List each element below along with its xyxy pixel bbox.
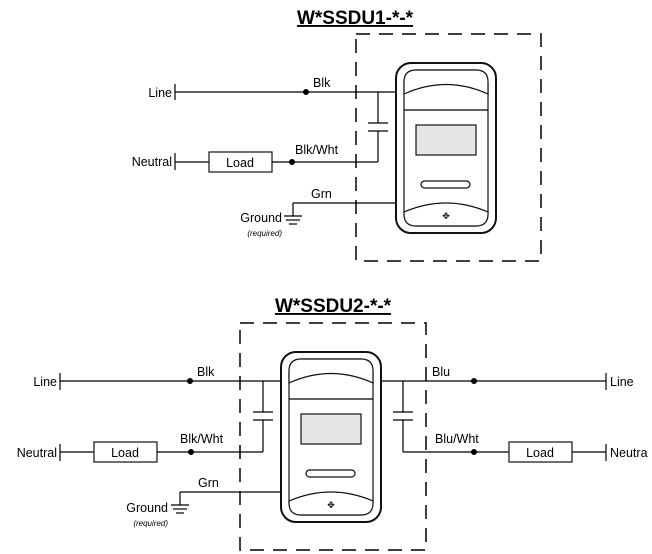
ground-note-2: (required) [133, 519, 168, 528]
device-slot-2 [305, 469, 356, 478]
move-icon-2: ✥ [327, 500, 335, 510]
grn-label-2: Grn [198, 476, 219, 490]
blk-wht-label-2: Blk/Wht [180, 432, 224, 446]
device-bottom-cap-2 [288, 491, 374, 516]
enclosure-1 [355, 33, 542, 262]
ground-label-2: Ground [126, 501, 168, 515]
neutral-label-right: Neutra [610, 446, 648, 460]
load-label-1: Load [226, 156, 254, 170]
diagram-2-title: W*SSDU2-*-* [275, 296, 392, 317]
blk-wht-junction-1 [289, 159, 295, 165]
enclosure-2 [239, 322, 427, 551]
sensor-device-2: ✥ [280, 351, 382, 523]
device-slot-1 [420, 180, 471, 189]
device-lens-1 [415, 124, 477, 156]
ground-note-1: (required) [247, 229, 282, 238]
line-label-1: Line [148, 86, 172, 100]
neutral-label-2: Neutral [17, 446, 57, 460]
device-top-cap-1 [403, 69, 489, 95]
blu-label: Blu [432, 365, 450, 379]
load-label-left: Load [111, 446, 139, 460]
blk-wht-junction-2 [188, 449, 194, 455]
blu-wht-label: Blu/Wht [435, 432, 479, 446]
grn-label-1: Grn [311, 187, 332, 201]
neutral-label-1: Neutral [132, 155, 172, 169]
blk-label-2: Blk [197, 365, 215, 379]
blk-junction-2 [187, 378, 193, 384]
blu-wht-junction [471, 449, 477, 455]
device-lens-2 [300, 413, 362, 445]
device-top-cap-2 [288, 358, 374, 384]
line-label-2: Line [33, 375, 57, 389]
diagram-1-title: W*SSDU1-*-* [297, 8, 414, 29]
blk-wht-label-1: Blk/Wht [295, 143, 339, 157]
blk-label-1: Blk [313, 76, 331, 90]
move-icon-1: ✥ [442, 211, 450, 221]
sensor-device-1: ✥ [395, 62, 497, 234]
diagram-2: W*SSDU2-*-* Line Blk Neutral Load Blk/Wh… [17, 296, 648, 551]
load-label-right: Load [526, 446, 554, 460]
blu-junction [471, 378, 477, 384]
line-label-right: Line [610, 375, 634, 389]
blk-junction-1 [303, 89, 309, 95]
diagram-1: W*SSDU1-*-* Line Blk Neutral Load Blk/Wh… [132, 8, 542, 262]
ground-label-1: Ground [240, 211, 282, 225]
device-bottom-cap-1 [403, 202, 489, 227]
